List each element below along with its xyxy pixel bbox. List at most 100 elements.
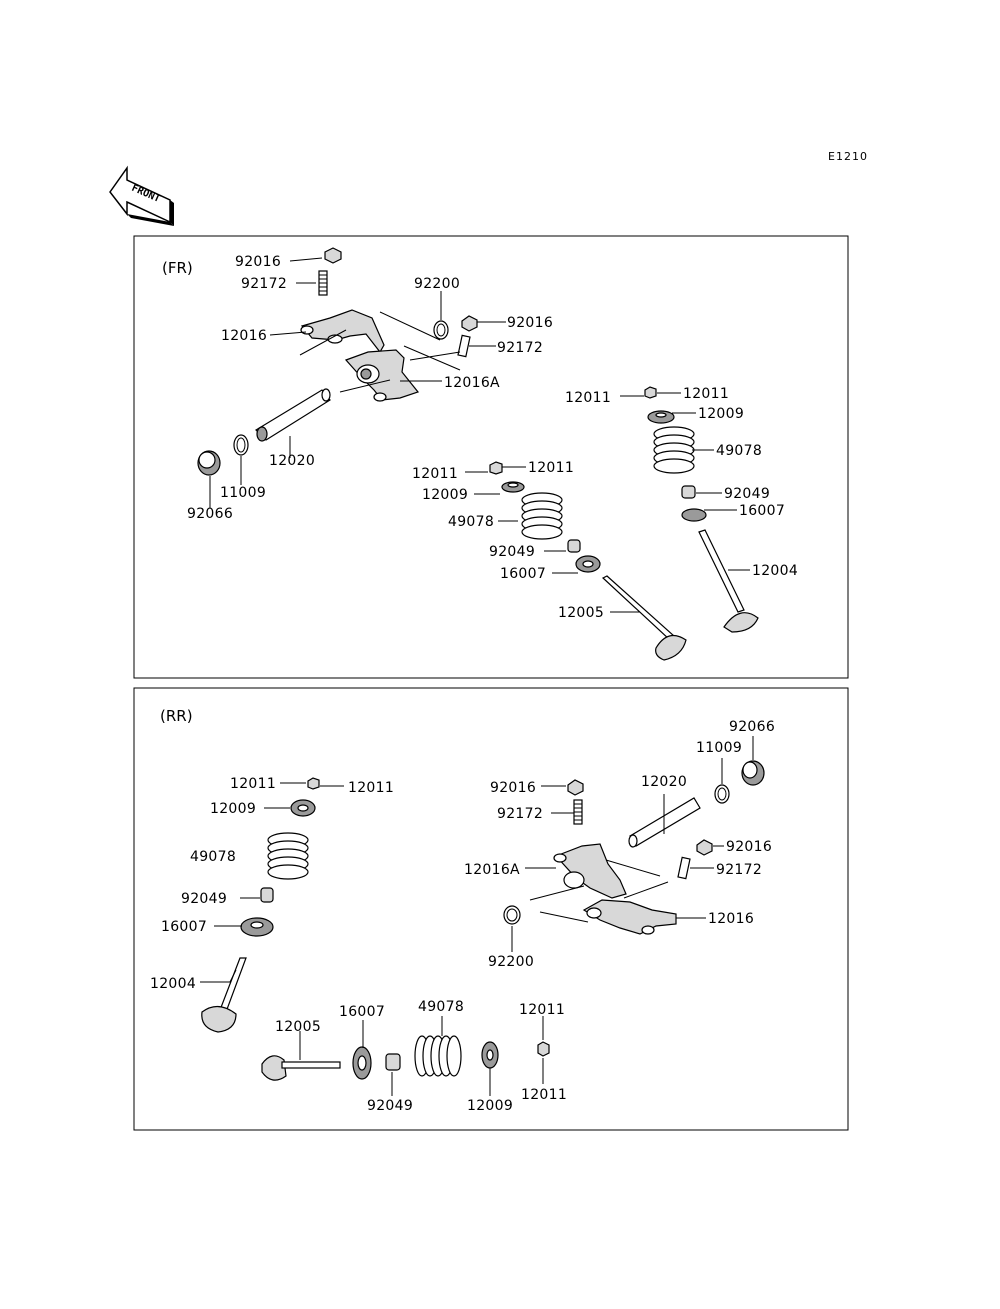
rr-panel: (RR) — [133, 687, 849, 1131]
rr-label-92016-b: 92016 — [726, 839, 772, 855]
rr-rocker-shaft-12020 — [628, 797, 701, 848]
rr-plug-92066 — [741, 760, 765, 786]
fr-label-12020: 12020 — [269, 453, 315, 469]
fr-spring-seat-16007-right — [681, 508, 707, 522]
fr-collet-12011-left — [489, 461, 503, 475]
fr-nut-92016-a — [324, 247, 342, 264]
diagram-code: E1210 — [828, 150, 868, 163]
fr-label-92172-b: 92172 — [497, 340, 543, 356]
fr-label-49078-right: 49078 — [716, 443, 762, 459]
rr-label-12016: 12016 — [708, 911, 754, 927]
fr-valve-12004 — [698, 529, 759, 633]
rr-label-92049-left: 92049 — [181, 891, 227, 907]
fr-label-12009-right: 12009 — [698, 406, 744, 422]
rr-spring-seat-16007-bottom — [352, 1046, 372, 1080]
fr-washer-92200 — [433, 320, 449, 340]
fr-label-16007-right: 16007 — [739, 503, 785, 519]
rr-label-49078-left: 49078 — [190, 849, 236, 865]
rr-label-12011-bottom-a: 12011 — [519, 1002, 565, 1018]
fr-panel-frame — [133, 235, 849, 679]
fr-label-12011-left-b: 12011 — [528, 460, 574, 476]
fr-label-12011-left-a: 12011 — [412, 466, 458, 482]
fr-label-12004: 12004 — [752, 563, 798, 579]
rr-spring-seat-16007-left — [240, 917, 274, 937]
rr-label-12020: 12020 — [641, 774, 687, 790]
rr-label-92172-b: 92172 — [716, 862, 762, 878]
fr-rocker-shaft-12020 — [255, 388, 331, 442]
fr-label-12016: 12016 — [221, 328, 267, 344]
fr-label-16007-left: 16007 — [500, 566, 546, 582]
fr-adjust-screw-92172-b — [457, 334, 471, 358]
rr-rocker-arm-12016 — [582, 899, 677, 935]
fr-label-11009: 11009 — [220, 485, 266, 501]
rr-spring-49078-bottom — [414, 1035, 462, 1077]
fr-adjust-screw-92172-a — [318, 270, 328, 296]
fr-label-92049-right: 92049 — [724, 486, 770, 502]
rr-collet-12011-bottom — [537, 1041, 550, 1057]
rr-section-title: (RR) — [160, 707, 193, 725]
fr-plug-92066 — [197, 450, 221, 476]
fr-label-12005: 12005 — [558, 605, 604, 621]
fr-seal-92049-right — [681, 485, 696, 499]
fr-label-92049-left: 92049 — [489, 544, 535, 560]
fr-rocker-arm-12016 — [300, 309, 385, 354]
fr-retainer-12009-right — [647, 410, 675, 424]
rr-panel-frame — [133, 687, 849, 1131]
rr-rocker-arm-12016A — [553, 843, 627, 899]
rr-adjust-screw-92172-a — [573, 799, 583, 825]
fr-label-92016-a: 92016 — [235, 254, 281, 270]
fr-spring-49078-right — [653, 426, 695, 474]
rr-label-12009-bottom: 12009 — [467, 1098, 513, 1114]
rr-valve-12005 — [261, 1055, 341, 1081]
fr-rocker-arm-12016A — [344, 349, 420, 402]
fr-seal-92049-left — [567, 539, 581, 553]
rr-valve-12004 — [201, 957, 247, 1033]
rr-collet-12011-left — [307, 777, 320, 790]
rr-label-12011-left-a: 12011 — [230, 776, 276, 792]
fr-label-12016A: 12016A — [444, 375, 500, 391]
rr-o-ring-11009 — [714, 784, 730, 804]
rr-label-12011-bottom-b: 12011 — [521, 1087, 567, 1103]
rr-label-49078-bottom: 49078 — [418, 999, 464, 1015]
rr-washer-92200 — [503, 905, 521, 925]
rr-spring-49078-left — [267, 832, 309, 880]
rr-label-16007-bottom: 16007 — [339, 1004, 385, 1020]
fr-label-49078-left: 49078 — [448, 514, 494, 530]
fr-label-92200: 92200 — [414, 276, 460, 292]
fr-label-12009-left: 12009 — [422, 487, 468, 503]
fr-spring-seat-16007-left — [575, 555, 601, 573]
rr-label-12009-left: 12009 — [210, 801, 256, 817]
rr-seal-92049-left — [260, 887, 274, 903]
rr-retainer-12009-left — [290, 799, 316, 817]
fr-nut-92016-b — [461, 315, 478, 332]
rr-label-92016-a: 92016 — [490, 780, 536, 796]
rr-label-92049-bottom: 92049 — [367, 1098, 413, 1114]
rr-label-92066: 92066 — [729, 719, 775, 735]
fr-section-title: (FR) — [162, 259, 193, 277]
fr-panel: (FR) — [133, 235, 849, 679]
fr-label-92016-b: 92016 — [507, 315, 553, 331]
fr-retainer-12009-left — [501, 481, 525, 493]
fr-label-92066: 92066 — [187, 506, 233, 522]
rr-nut-92016-b — [696, 839, 713, 856]
rr-seal-92049-bottom — [385, 1053, 401, 1071]
fr-valve-12005 — [601, 575, 687, 661]
fr-label-12011-right-b: 12011 — [683, 386, 729, 402]
rr-label-12005: 12005 — [275, 1019, 321, 1035]
rr-label-12011-left-b: 12011 — [348, 780, 394, 796]
rr-label-11009: 11009 — [696, 740, 742, 756]
fr-collet-12011-right — [644, 386, 657, 399]
rr-label-12004: 12004 — [150, 976, 196, 992]
fr-label-12011-right-a: 12011 — [565, 390, 611, 406]
front-arrow-icon: FRONT — [109, 165, 174, 226]
rr-adjust-screw-92172-b — [677, 856, 691, 880]
rr-label-92200: 92200 — [488, 954, 534, 970]
fr-label-92172-a: 92172 — [241, 276, 287, 292]
rr-label-92172-a: 92172 — [497, 806, 543, 822]
fr-spring-49078-left — [521, 492, 563, 540]
rr-retainer-12009-bottom — [481, 1041, 499, 1069]
rr-label-12016A: 12016A — [464, 862, 520, 878]
fr-o-ring-11009 — [233, 434, 249, 456]
rr-label-16007-left: 16007 — [161, 919, 207, 935]
